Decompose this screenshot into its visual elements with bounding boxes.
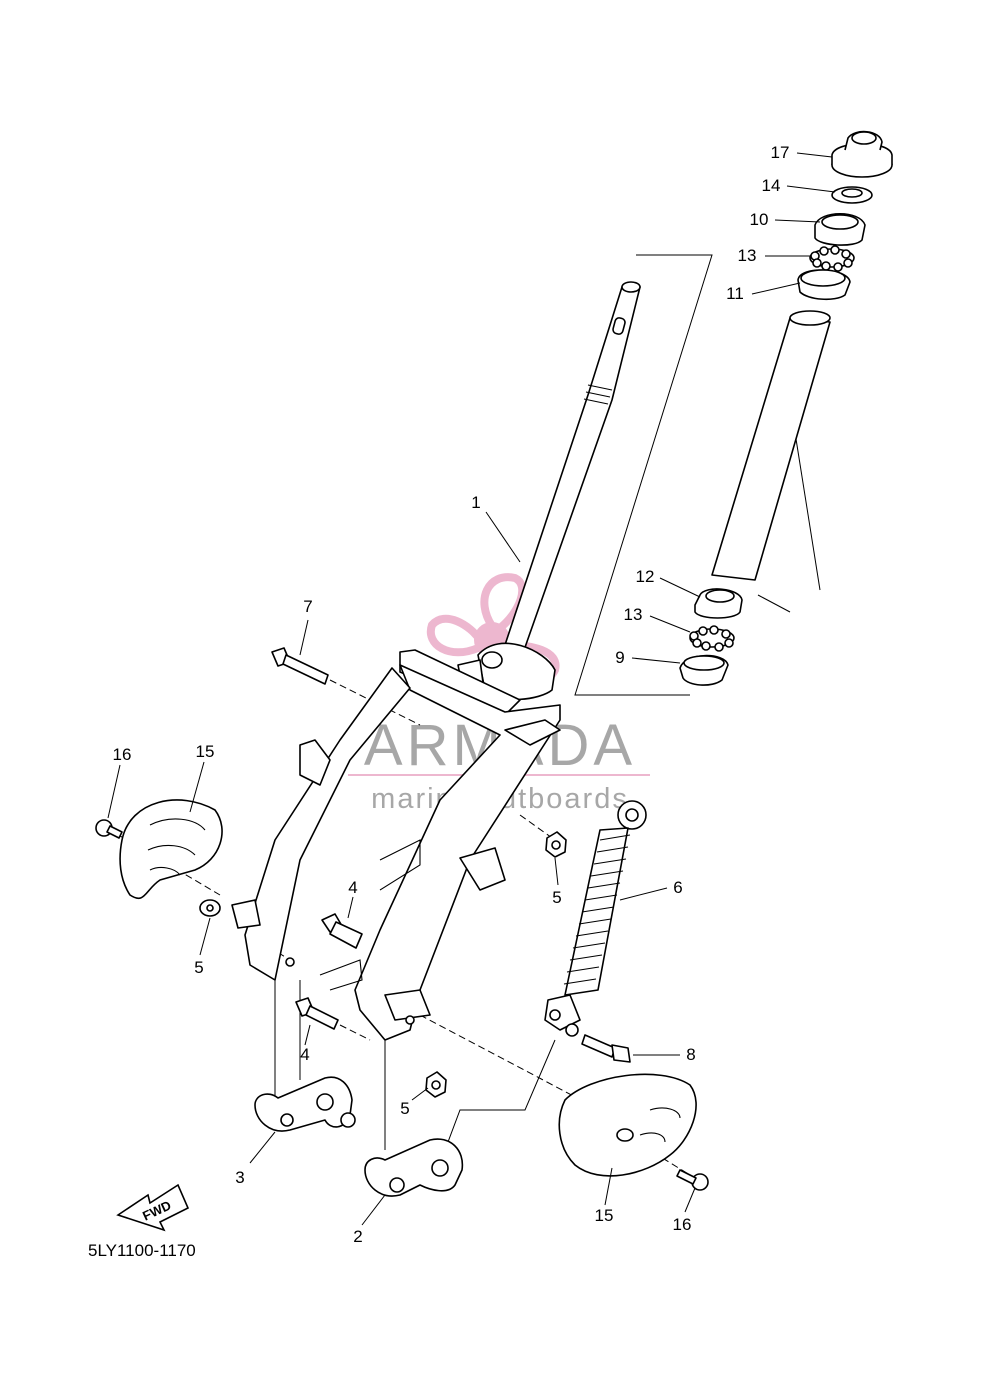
callout-15-right: 15	[595, 1206, 614, 1225]
callout-6: 6	[673, 878, 682, 897]
bolt-4-upper	[321, 913, 363, 949]
callout-13-upper: 13	[738, 246, 757, 265]
link-3	[254, 1076, 356, 1132]
callout-1: 1	[471, 493, 480, 512]
ball-bearing-13-lower	[689, 625, 735, 652]
cover-15-left	[119, 799, 223, 900]
ball-bearing-13-upper	[809, 245, 855, 272]
callout-labels: 17 14 10 13 11 1 12 13 9 7 16 15 5 6 4 5…	[113, 143, 790, 1246]
callout-5-upper: 5	[552, 888, 561, 907]
bolt-4-lower	[295, 997, 339, 1030]
diagram-code: 5LY1100-1170	[88, 1241, 196, 1260]
callout-8: 8	[686, 1045, 695, 1064]
steering-shaft	[457, 281, 641, 701]
callout-10: 10	[750, 210, 769, 229]
cover-15-right	[558, 1073, 697, 1177]
screw-16-left	[95, 819, 123, 839]
callout-4-lower: 4	[300, 1045, 309, 1064]
callout-15-left: 15	[196, 742, 215, 761]
callout-5-lower: 5	[400, 1099, 409, 1118]
bolt-7	[271, 647, 329, 685]
ball-race-11	[797, 269, 851, 301]
callout-2: 2	[353, 1227, 362, 1246]
washer-5-left	[199, 899, 221, 917]
shock-absorber	[544, 800, 647, 1037]
callout-16-left: 16	[113, 745, 132, 764]
leader-lines	[107, 152, 836, 1226]
nut-5-upper-right	[545, 831, 567, 858]
screw-16-right	[676, 1169, 709, 1191]
callout-5-left: 5	[194, 958, 203, 977]
callout-16-right: 16	[673, 1215, 692, 1234]
callout-11: 11	[726, 284, 744, 303]
bolt-8	[581, 1034, 631, 1063]
callout-12: 12	[636, 567, 655, 586]
callout-4-upper: 4	[348, 878, 357, 897]
link-2	[364, 1138, 464, 1197]
callout-9: 9	[615, 648, 624, 667]
callout-3: 3	[235, 1168, 244, 1187]
steering-tube	[711, 310, 831, 581]
callout-14: 14	[762, 176, 781, 195]
ball-race-12	[694, 588, 743, 619]
steering-bracket	[231, 649, 561, 1041]
callout-17: 17	[771, 143, 790, 162]
nut-5-lower	[425, 1071, 447, 1098]
ball-race-9	[679, 654, 729, 686]
forward-arrow-icon: FWD	[116, 1183, 190, 1232]
callout-7: 7	[303, 597, 312, 616]
lock-washer-14	[831, 186, 873, 204]
callout-13-lower: 13	[624, 605, 643, 624]
ball-race-10	[814, 213, 866, 246]
locknut-17	[831, 130, 893, 178]
